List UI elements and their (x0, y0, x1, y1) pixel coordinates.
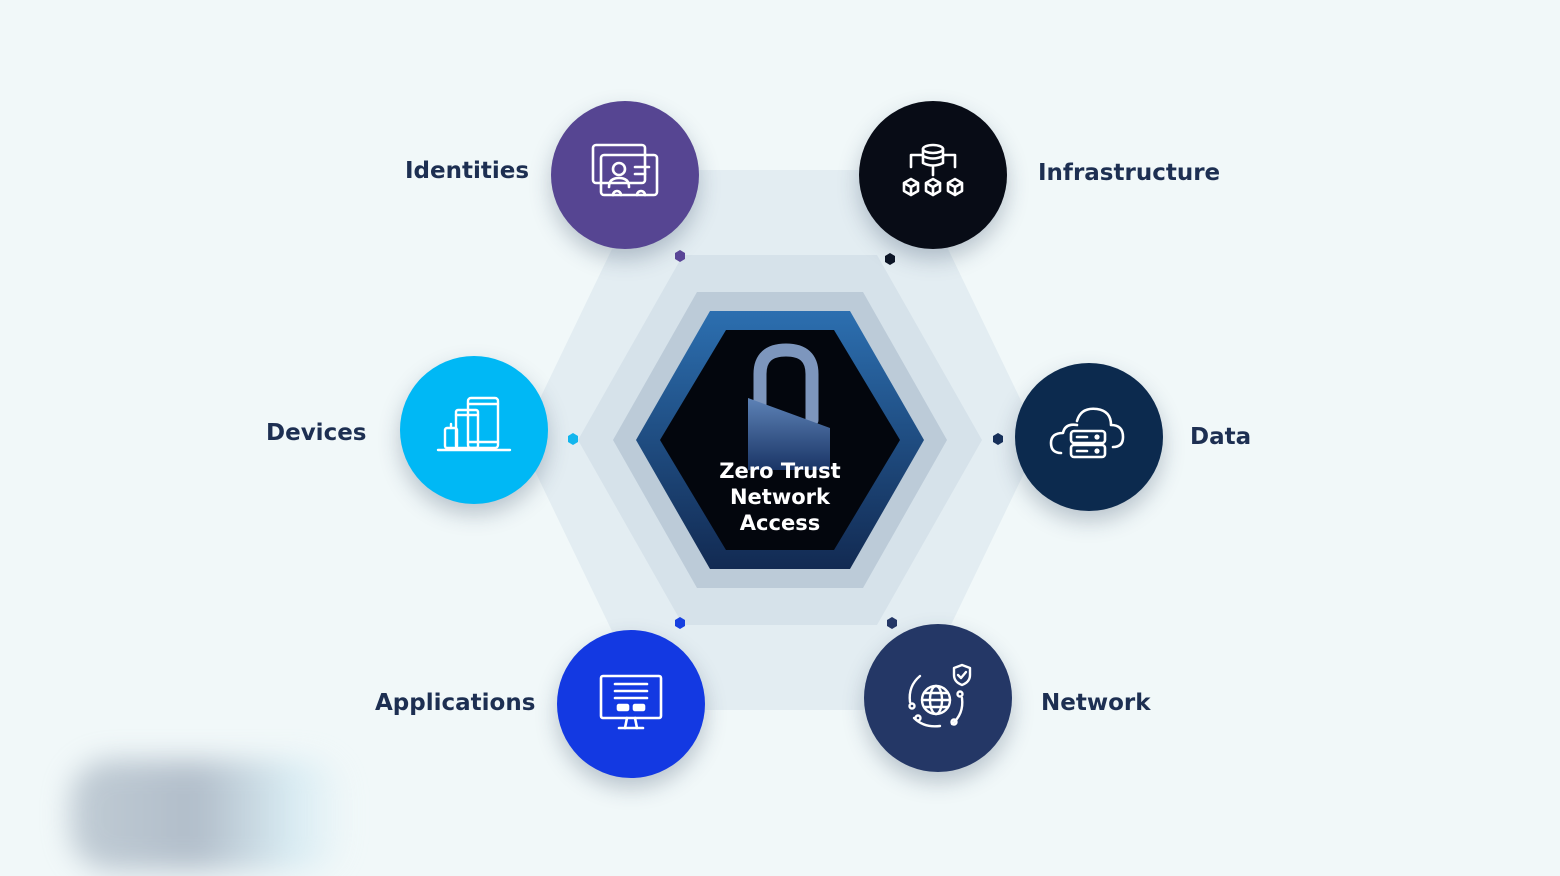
infrastructure-label: Infrastructure (1038, 160, 1221, 186)
connector-dots (568, 250, 1003, 629)
devices-label: Devices (266, 420, 367, 446)
applications-label: Applications (375, 690, 536, 716)
applications-node (557, 630, 705, 778)
network-label: Network (1041, 690, 1151, 716)
padlock-icon (748, 343, 830, 470)
connector-dot (675, 250, 685, 262)
secure-globe-icon (908, 663, 972, 728)
infrastructure-node (859, 101, 1007, 249)
connector-dot (675, 617, 685, 629)
identities-node (551, 101, 699, 249)
data-node (1015, 363, 1163, 511)
cloud-server-icon (1049, 407, 1125, 459)
connector-dot (993, 433, 1003, 445)
devices-node (400, 356, 548, 504)
center-title: Zero Trust Network Access (700, 458, 860, 536)
id-card-icon (591, 143, 659, 197)
network-node (864, 624, 1012, 772)
database-network-icon (902, 143, 964, 197)
identities-label: Identities (405, 158, 530, 184)
center-title-line-1: Zero Trust (719, 459, 841, 483)
connector-dot (568, 433, 578, 445)
connector-dot (887, 617, 897, 629)
center-title-line-2: Network (729, 485, 830, 509)
center-title-line-3: Access (739, 511, 821, 535)
devices-icon (436, 396, 512, 452)
data-label: Data (1190, 424, 1252, 450)
blurred-overlay (70, 760, 350, 870)
monitor-app-icon (599, 674, 663, 730)
connector-dot (885, 253, 895, 265)
